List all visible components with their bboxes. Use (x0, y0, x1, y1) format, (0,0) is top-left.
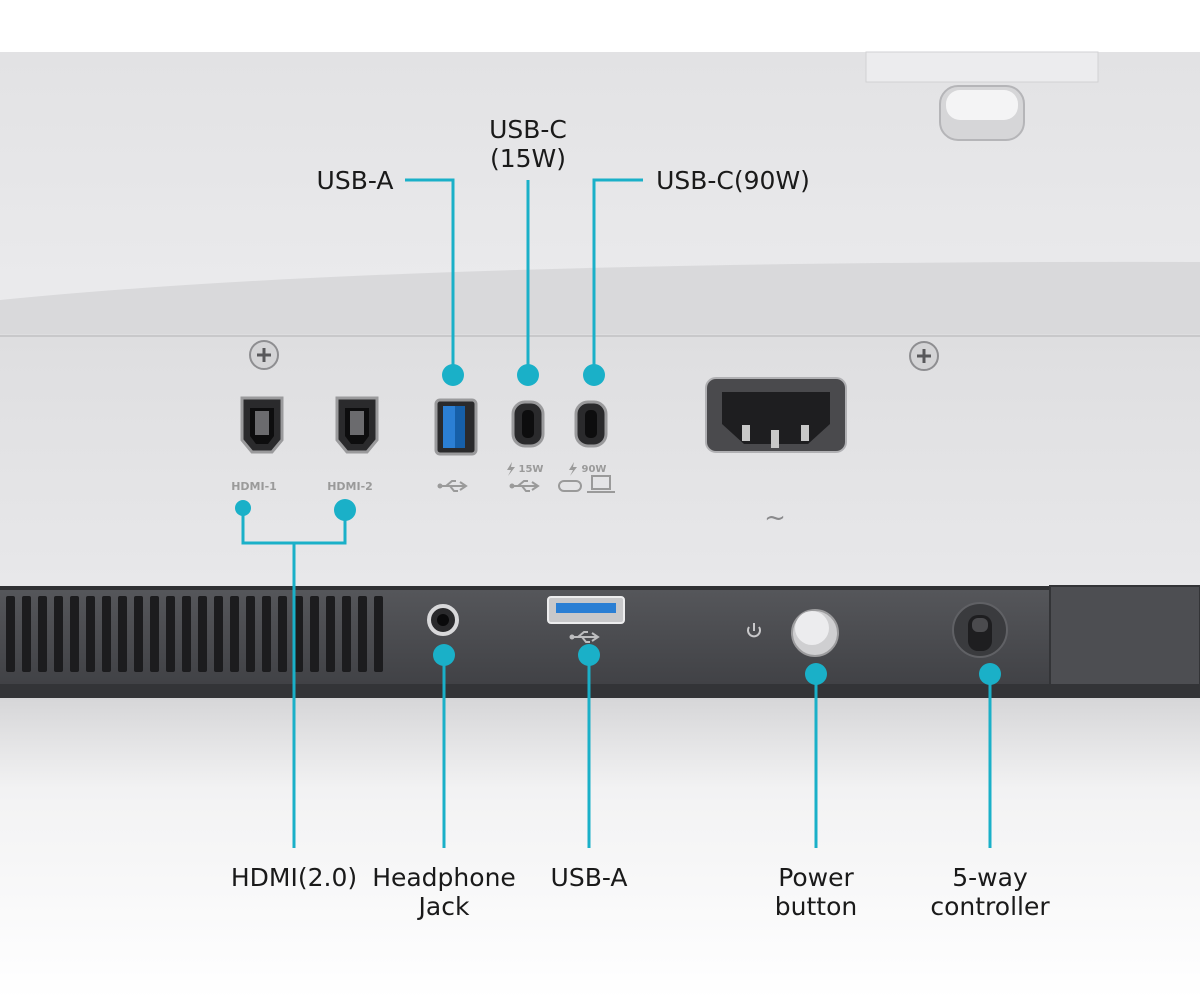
label-usb-c-15w: USB-C (15W) (489, 115, 567, 173)
callout-dot-usb-c-15w (517, 364, 539, 386)
callout-dot-headphone (433, 644, 455, 666)
callout-dot-controller (979, 663, 1001, 685)
callout-dot-hdmi-1 (235, 500, 251, 516)
lightning-icon (507, 462, 515, 476)
headphone-jack (427, 604, 459, 636)
vent-slot (230, 596, 239, 672)
hdmi-1-marking: HDMI-1 (231, 480, 277, 493)
stand-release-button-top (946, 90, 1018, 120)
vent-slot (246, 596, 255, 672)
vent-slot (22, 596, 31, 672)
usb-icon (569, 631, 600, 643)
housing-curve (0, 261, 1200, 342)
callout-line-usb-c-90w (592, 178, 643, 375)
label-usb-a-top: USB-A (316, 166, 394, 195)
label-headphone-jack: Headphone Jack (372, 863, 516, 921)
callout-dot-usb-a-bottom (578, 644, 600, 666)
bottom-background (0, 698, 1200, 1000)
vent-slot (278, 596, 287, 672)
vent-slot (374, 596, 383, 672)
callout-lines (235, 178, 1001, 848)
vent-slot (214, 596, 223, 672)
laptop-icon (587, 475, 615, 493)
callout-line-usb-a-top (405, 178, 455, 375)
vent-slot (38, 596, 47, 672)
power-icon (747, 623, 761, 638)
label-hdmi: HDMI(2.0) (230, 863, 358, 892)
hdmi-1-port (240, 396, 284, 454)
usb-c-15w-port (511, 400, 545, 448)
hdmi-2-marking: HDMI-2 (327, 480, 373, 493)
callout-line-hdmi (241, 508, 347, 848)
vent-slot (310, 596, 319, 672)
five-way-controller (952, 602, 1008, 658)
vent-slot (102, 596, 111, 672)
usb-c-15w-rating: 15W (519, 464, 544, 475)
usb-a-top-port (434, 398, 478, 456)
usb-c-icon (558, 480, 582, 492)
vent-slot (182, 596, 191, 672)
label-usb-c-90w: USB-C(90W) (656, 166, 810, 195)
lower-bar-foot (0, 684, 1200, 698)
usb-icon (437, 480, 468, 492)
vent-slot (294, 596, 303, 672)
vent-slot (358, 596, 367, 672)
usb-c-90w-port (574, 400, 608, 448)
callout-dot-hdmi-2 (334, 499, 356, 521)
lower-bar-cover (1049, 585, 1200, 687)
lower-bar-edge (0, 586, 1200, 590)
vent-slot (70, 596, 79, 672)
lightning-icon (569, 462, 577, 476)
top-margin (0, 0, 1200, 52)
power-button (791, 609, 839, 657)
callout-dot-usb-c-90w (583, 364, 605, 386)
hdmi-2-port (335, 396, 379, 454)
usb-c-90w-rating: 90W (582, 464, 607, 475)
screw-icon (249, 340, 279, 370)
label-5-way-controller: 5-way controller (930, 863, 1050, 921)
vent-slot (54, 596, 63, 672)
stand-mount (865, 51, 1099, 83)
screw-icon (909, 341, 939, 371)
label-usb-a-bottom: USB-A (550, 863, 628, 892)
vent-slot (198, 596, 207, 672)
vent-slot (150, 596, 159, 672)
vent-slot (134, 596, 143, 672)
vent-slot (118, 596, 127, 672)
vent-slot (6, 596, 15, 672)
vent-slot (326, 596, 335, 672)
ac-power-inlet (705, 377, 847, 453)
callout-dot-power (805, 663, 827, 685)
callout-dot-usb-a-top (442, 364, 464, 386)
vent-grille (6, 596, 383, 672)
vent-slot (342, 596, 351, 672)
ac-symbol: ~ (764, 503, 786, 533)
usb-icon (509, 480, 540, 492)
vent-slot (166, 596, 175, 672)
label-power-button: Power button (774, 863, 858, 921)
usb-a-bottom-port (547, 596, 625, 624)
vent-slot (262, 596, 271, 672)
vent-slot (86, 596, 95, 672)
